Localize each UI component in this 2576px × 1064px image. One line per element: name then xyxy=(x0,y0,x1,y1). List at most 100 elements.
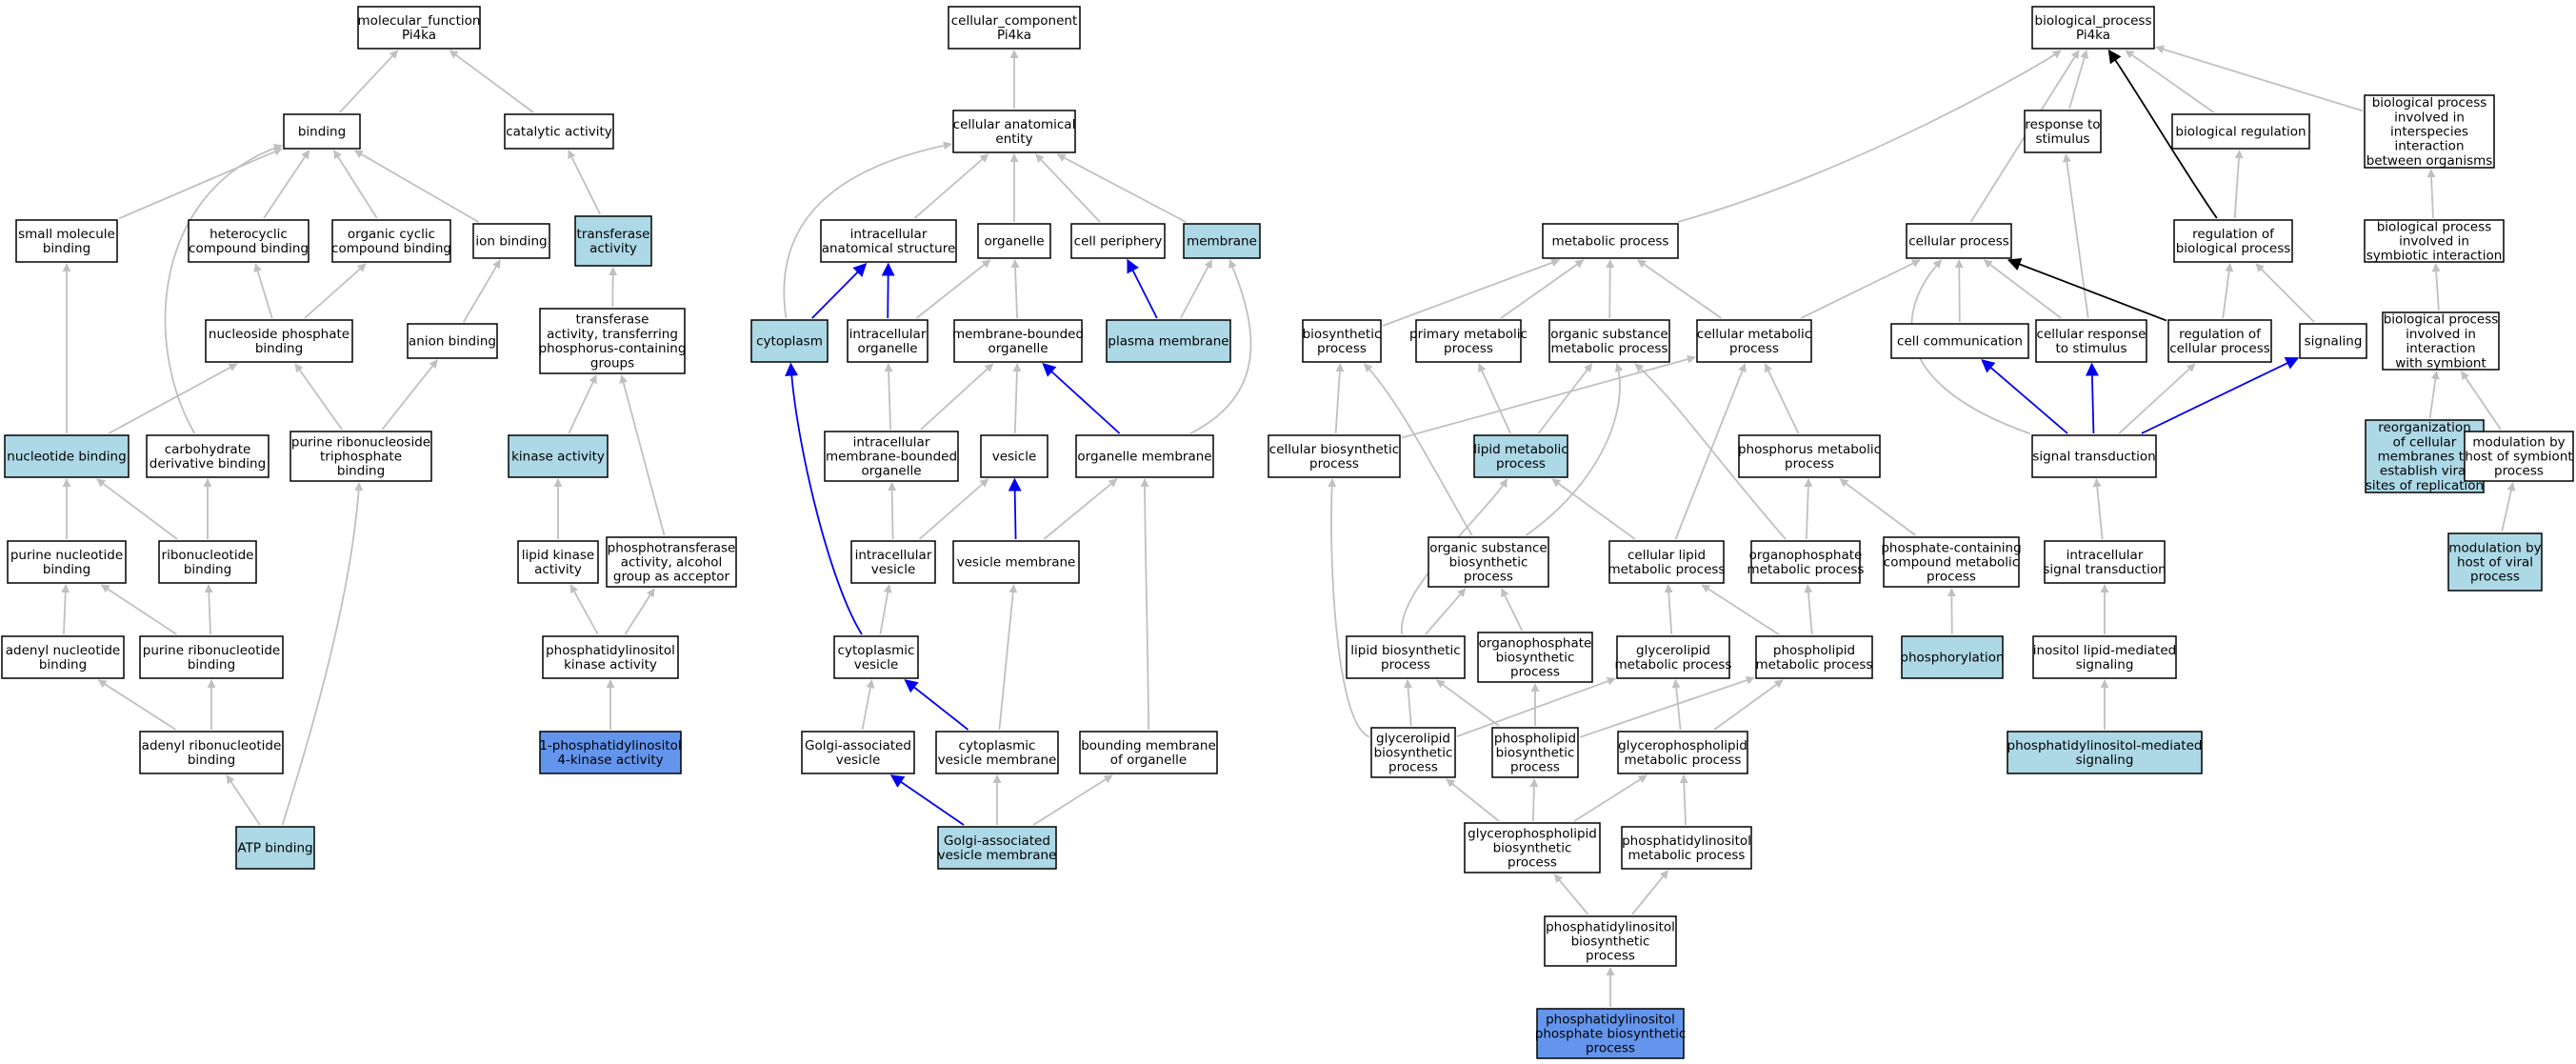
node-label: nucleoside phosphate xyxy=(209,327,349,342)
edge-intracellular_membrane_bounded_organelle-to-membrane_bounded_organelle xyxy=(920,363,994,431)
node-label: process xyxy=(1388,760,1438,775)
node-cell-periphery[interactable]: cell periphery xyxy=(1070,223,1166,259)
node-plasma-membrane[interactable]: plasma membrane xyxy=(1106,319,1231,363)
node-label: glycerophospholipid xyxy=(1468,826,1597,841)
node-signal-transduction[interactable]: signal transduction xyxy=(2031,434,2157,478)
node-cellular-process[interactable]: cellular process xyxy=(1906,223,2012,259)
node-label: intracellular xyxy=(850,227,928,242)
node-cell-communication[interactable]: cell communication xyxy=(1890,323,2029,359)
node-metabolic-process[interactable]: metabolic process xyxy=(1542,223,1679,259)
node-organelle[interactable]: organelle xyxy=(977,223,1051,259)
node-label: modulation by xyxy=(2472,434,2565,450)
node-label: reorganization xyxy=(2378,420,2471,435)
node-cytoplasm[interactable]: cytoplasm xyxy=(750,319,829,363)
node-box xyxy=(1616,635,1730,679)
node-anion-binding[interactable]: anion binding xyxy=(407,323,498,359)
node-membrane[interactable]: membrane xyxy=(1183,223,1261,259)
node-binding[interactable]: binding xyxy=(283,113,361,150)
node-label: involved in xyxy=(2399,234,2469,250)
node-label: ATP binding xyxy=(237,841,312,856)
node-biological-regulation[interactable]: biological regulation xyxy=(2171,113,2310,150)
node-atp-binding[interactable]: ATP binding xyxy=(235,826,315,870)
node-label: small molecule xyxy=(18,227,115,242)
node-label: anatomical structure xyxy=(822,241,956,256)
node-vesicle-membrane[interactable]: vesicle membrane xyxy=(952,540,1080,584)
node-signaling[interactable]: signaling xyxy=(2299,323,2367,359)
node-box xyxy=(2447,532,2543,592)
node-phosphorylation[interactable]: phosphorylation xyxy=(1900,635,2005,679)
node-organelle-membrane[interactable]: organelle membrane xyxy=(1075,434,1214,478)
node-ion-binding[interactable]: ion binding xyxy=(472,223,550,259)
node-nucleotide-binding[interactable]: nucleotide binding xyxy=(4,434,130,478)
node-kinase-activity[interactable]: kinase activity xyxy=(508,434,609,478)
node-vesicle[interactable]: vesicle xyxy=(980,434,1048,478)
node-catalytic-activity[interactable]: catalytic activity xyxy=(504,113,614,150)
